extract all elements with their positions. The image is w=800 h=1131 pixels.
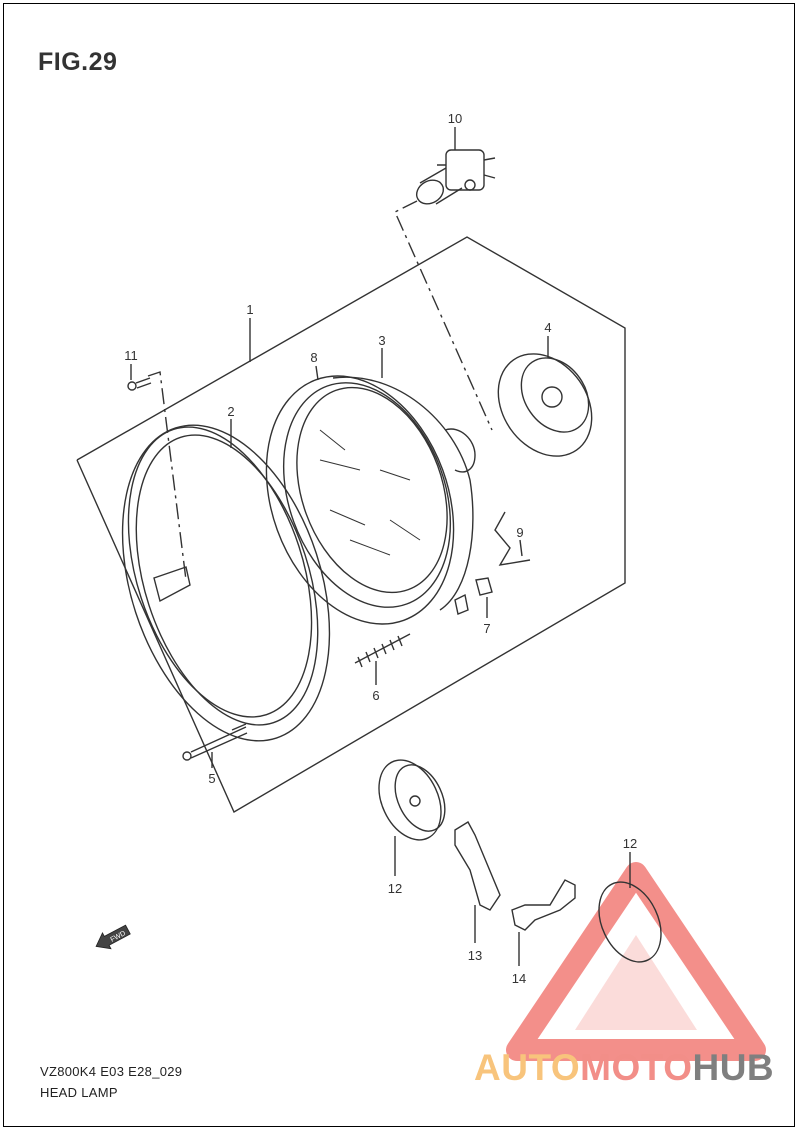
callout-4: 4 bbox=[544, 320, 551, 335]
callout-5: 5 bbox=[208, 771, 215, 786]
nut-icon bbox=[475, 577, 493, 596]
bulb-icon bbox=[415, 149, 496, 205]
fwd-arrow-icon: FWD bbox=[95, 924, 131, 950]
figure-title: FIG.29 bbox=[38, 48, 118, 76]
page-frame bbox=[3, 3, 795, 1127]
bracket-14 bbox=[511, 879, 576, 931]
spring-icon bbox=[354, 633, 411, 668]
watermark-auto: AUTO bbox=[474, 1047, 581, 1088]
callout-10: 10 bbox=[448, 111, 462, 126]
part-name: HEAD LAMP bbox=[40, 1085, 118, 1100]
adjuster-disk bbox=[378, 759, 446, 841]
screw-icon bbox=[127, 377, 152, 391]
callout-8: 8 bbox=[310, 350, 317, 365]
watermark-moto: MOTO bbox=[580, 1047, 693, 1088]
watermark-triangle-icon bbox=[506, 862, 766, 1061]
callout-11: 11 bbox=[124, 348, 138, 363]
callout-13: 13 bbox=[468, 948, 482, 963]
assembly-outline bbox=[76, 236, 626, 813]
model-code: VZ800K4 E03 E28_029 bbox=[40, 1064, 183, 1079]
bolt-icon bbox=[182, 723, 248, 761]
callout-12b: 12 bbox=[623, 836, 637, 851]
watermark-hub: HUB bbox=[692, 1047, 775, 1088]
rim-ring bbox=[121, 424, 331, 742]
callout-1: 1 bbox=[246, 302, 253, 317]
callout-12a: 12 bbox=[388, 881, 402, 896]
socket-cover bbox=[497, 353, 593, 457]
leader-8 bbox=[315, 365, 319, 381]
callout-7: 7 bbox=[483, 621, 490, 636]
clip-icon bbox=[494, 511, 531, 566]
lens-unit bbox=[265, 375, 476, 625]
callout-3: 3 bbox=[378, 333, 385, 348]
callout-9: 9 bbox=[516, 525, 523, 540]
bracket-13 bbox=[454, 821, 501, 911]
callout-6: 6 bbox=[372, 688, 379, 703]
callout-14: 14 bbox=[512, 971, 526, 986]
callout-2: 2 bbox=[227, 404, 234, 419]
watermark-text: AUTOMOTOHUB bbox=[474, 1047, 774, 1089]
leader-9 bbox=[519, 539, 523, 557]
adjuster-cap bbox=[598, 881, 662, 963]
